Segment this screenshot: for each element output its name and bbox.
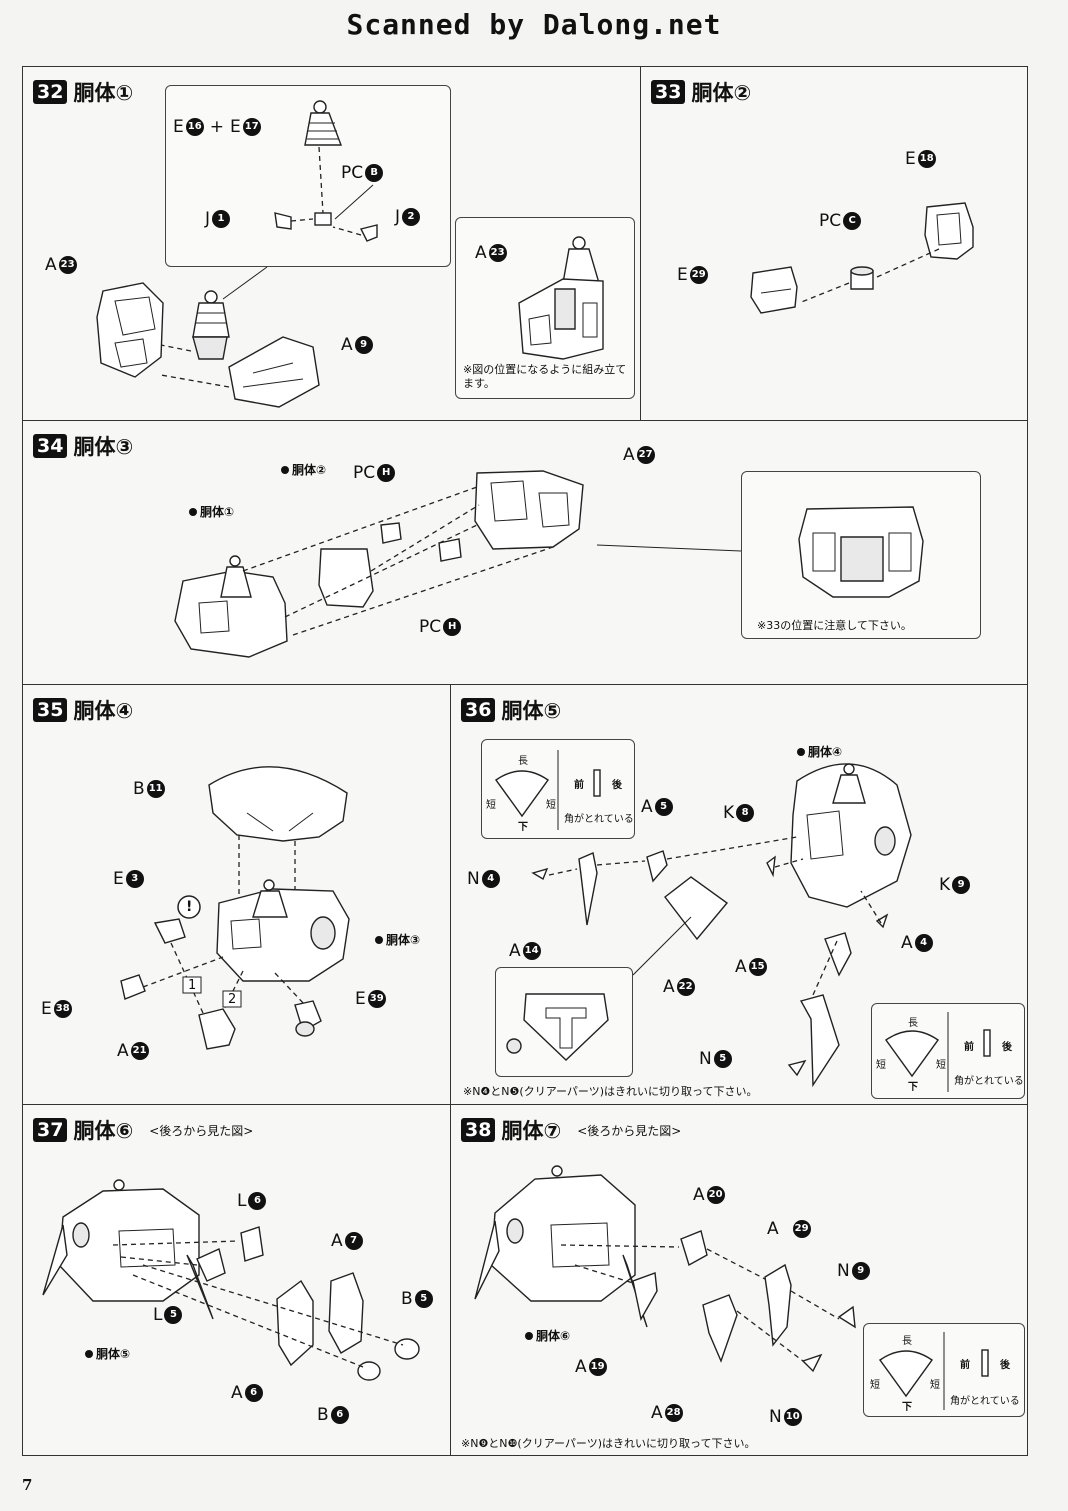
torso-6-diagram: [42, 1179, 420, 1381]
orientation-legend-bottom: 長 短 短 下 前 後 角がとれている: [871, 1003, 1025, 1099]
step-number: 36: [461, 698, 496, 722]
torso-3-diagram: [174, 470, 924, 658]
step-title: 胴体③: [73, 435, 134, 459]
orientation-legend: 長 短 短 下 前 後 角がとれている: [863, 1323, 1025, 1417]
assembly-note: ※図の位置になるように組み立てます。: [463, 363, 627, 390]
step-33-header: 33 胴体②: [651, 77, 751, 107]
step-number: 32: [33, 80, 68, 104]
warning-icon: !: [186, 899, 193, 915]
ref-torso-6: 胴体⑥: [525, 1327, 570, 1344]
torso-4-diagram: [120, 766, 350, 1050]
clear-parts-note: ※N❹とN❺(クリアーパーツ)はきれいに切り取って下さい。: [463, 1085, 758, 1098]
detail-inset: [165, 85, 451, 267]
torso-5-diagram: [531, 763, 912, 1088]
torso-7-diagram: [474, 1165, 856, 1373]
step-number: 34: [33, 434, 68, 458]
order-marker-2: 2: [228, 992, 237, 1007]
torso-2-diagram: [750, 202, 974, 314]
step-32-header: 32 胴体①: [33, 77, 133, 107]
orientation-legend-top: 長 短 短 下 前 後 角がとれている: [481, 739, 635, 839]
torso-1-diagram: [96, 100, 604, 408]
step-number: 33: [651, 80, 686, 104]
position-note: ※33の位置に注意して下さい。: [757, 619, 912, 632]
step-37-header: 37 胴体⑥ <後ろから見た図>: [33, 1115, 253, 1145]
step-36-header: 36 胴体⑤: [461, 695, 561, 725]
step-number: 38: [461, 1118, 496, 1142]
page-number: 7: [22, 1476, 33, 1494]
ref-torso-2: 胴体②: [281, 461, 326, 478]
ref-torso-1: 胴体①: [189, 503, 234, 520]
order-marker-1: 1: [188, 978, 197, 993]
ref-torso-5: 胴体⑤: [85, 1345, 130, 1362]
view-note: <後ろから見た図>: [577, 1123, 682, 1138]
step-title: 胴体②: [691, 81, 752, 105]
scan-credit: Scanned by Dalong.net: [346, 8, 722, 41]
step-title: 胴体①: [73, 81, 134, 105]
step-35-header: 35 胴体④: [33, 695, 133, 725]
step-number: 37: [33, 1118, 68, 1142]
step-title: 胴体④: [73, 699, 134, 723]
part-a22-detail: [495, 967, 633, 1077]
step-36-panel: 36 胴体⑤ 長 短 短 下 前 後 角がとれている 長 短 短 下 前 後 角…: [450, 684, 1028, 1106]
step-title: 胴体⑤: [501, 699, 562, 723]
ref-torso-4: 胴体④: [797, 743, 842, 760]
step-title: 胴体⑥: [73, 1119, 134, 1143]
step-number: 35: [33, 698, 68, 722]
step-title: 胴体⑦: [501, 1119, 562, 1143]
view-note: <後ろから見た図>: [149, 1123, 254, 1138]
step-34-header: 34 胴体③: [33, 431, 133, 461]
clear-parts-note: ※N❾とN❿(クリアーパーツ)はきれいに切り取って下さい。: [461, 1437, 756, 1450]
ref-torso-3: 胴体③: [375, 931, 420, 948]
step-38-header: 38 胴体⑦ <後ろから見た図>: [461, 1115, 681, 1145]
